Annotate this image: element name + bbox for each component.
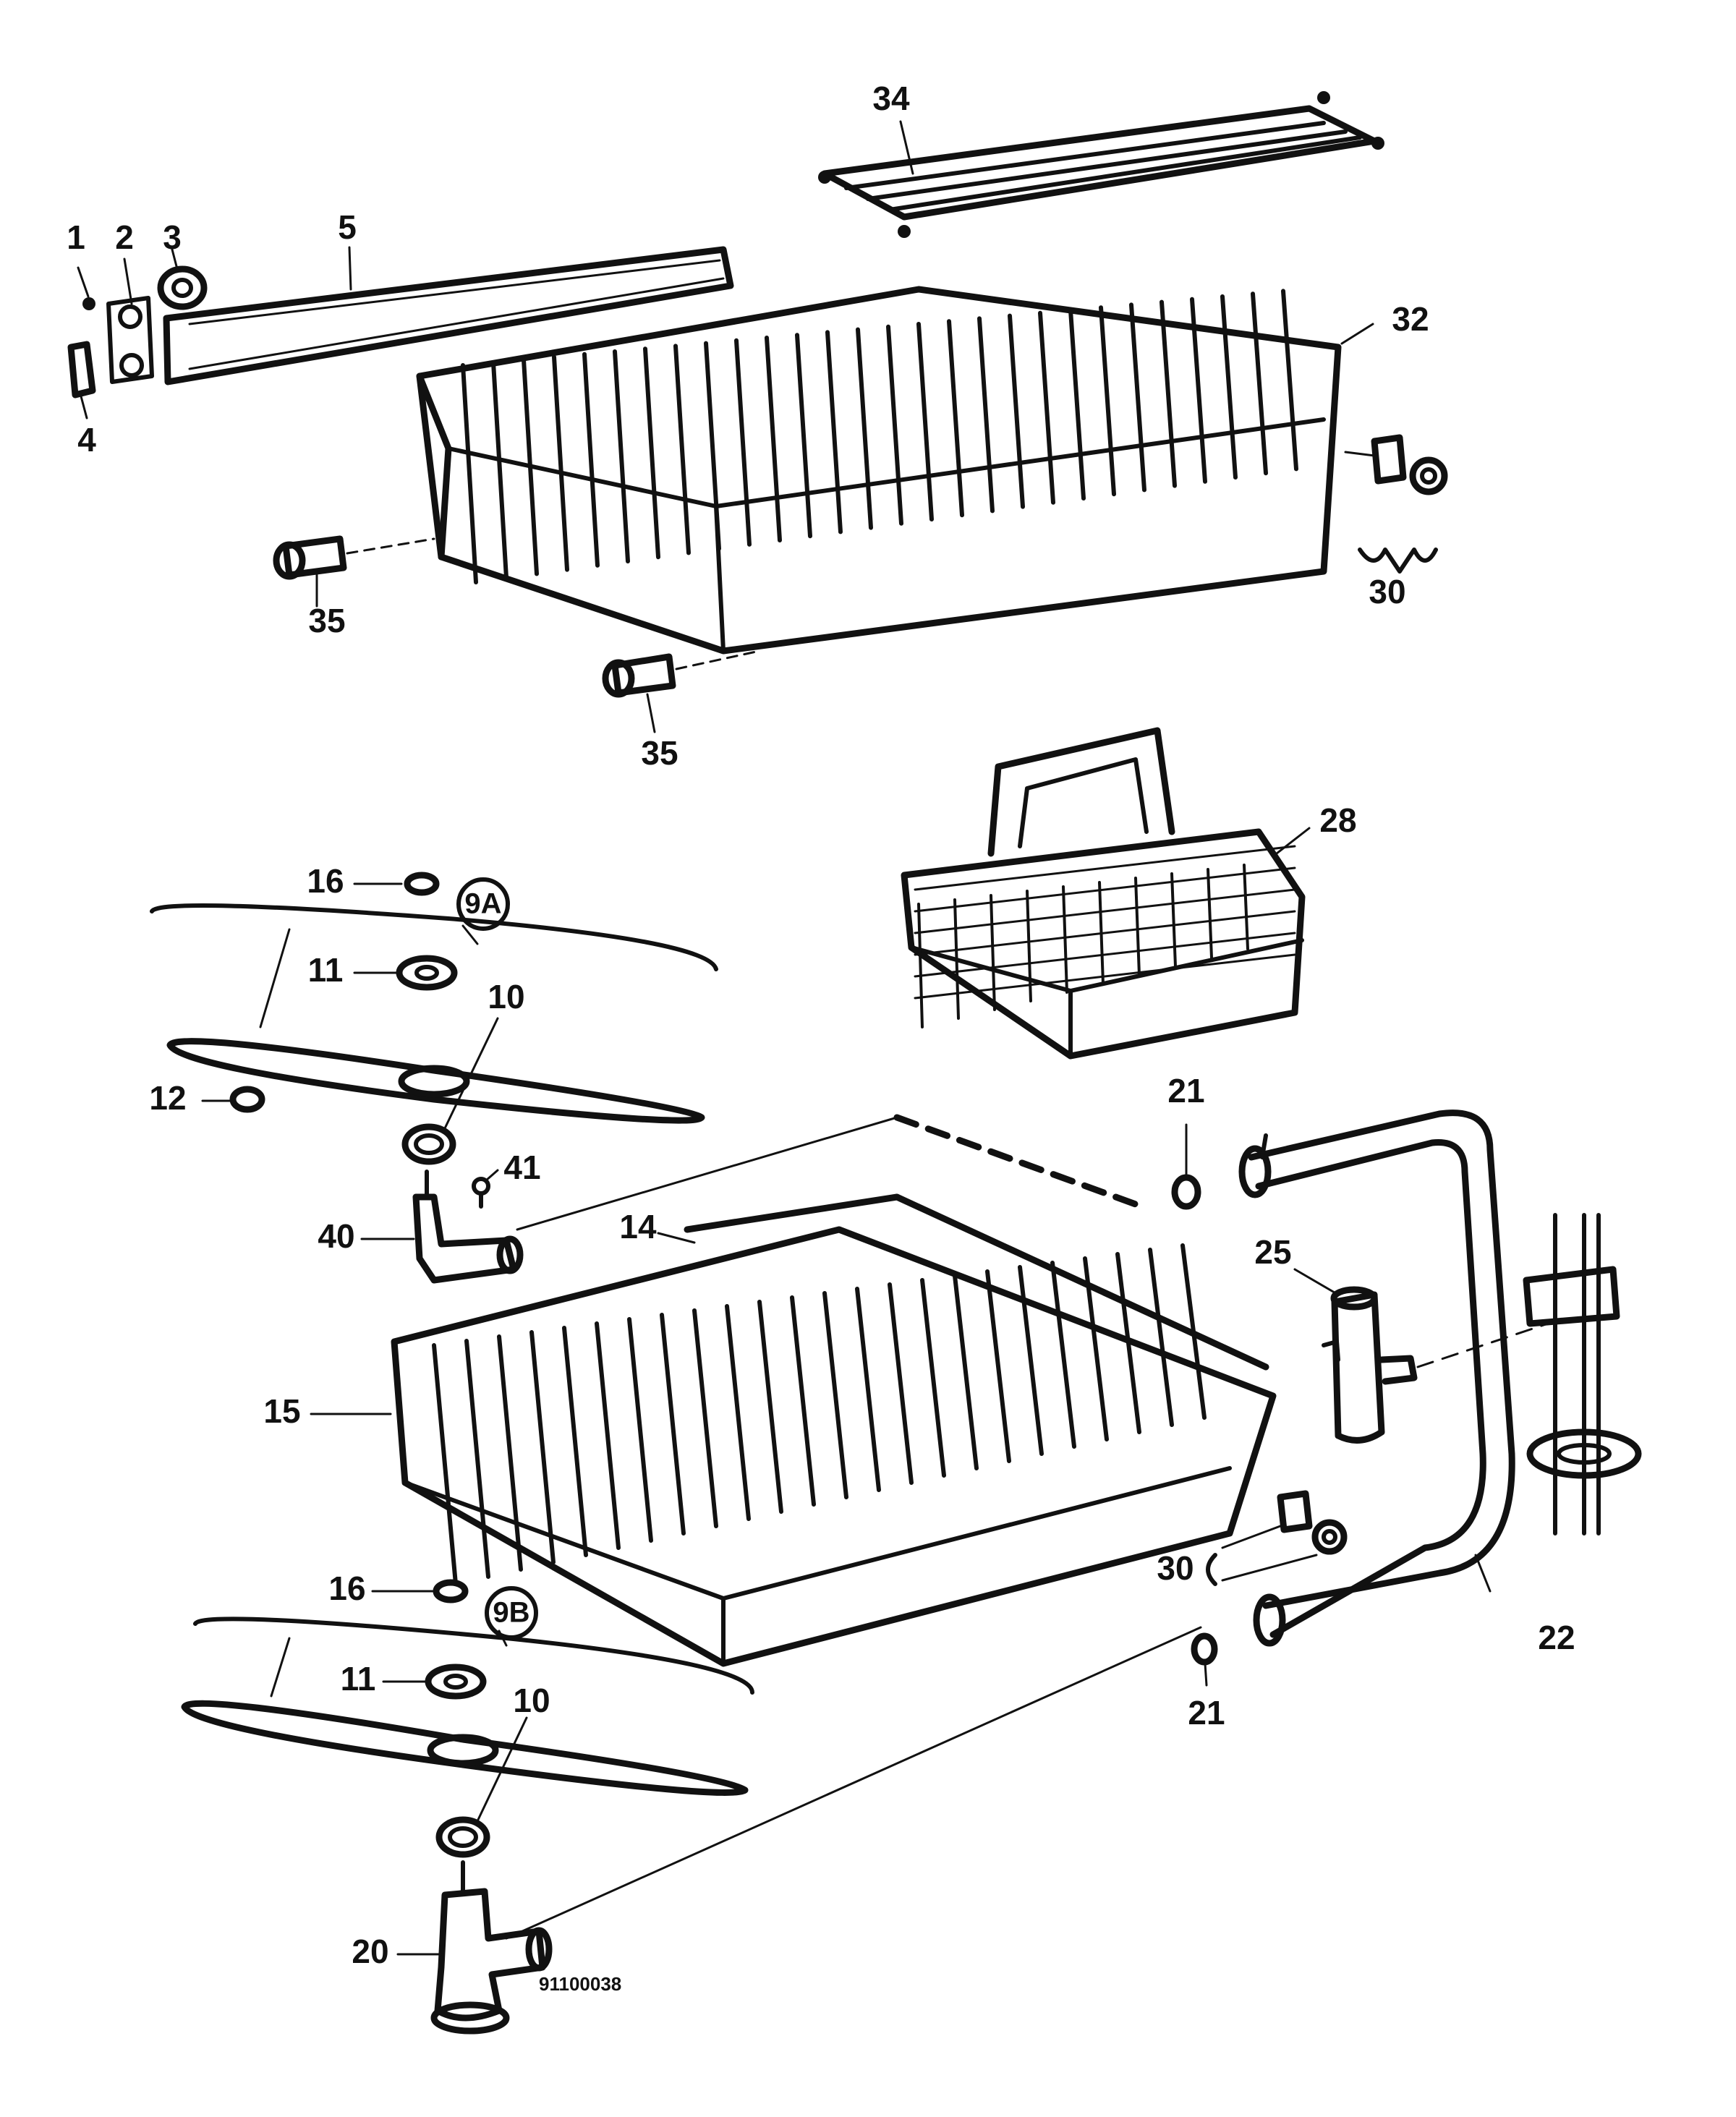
callout-22: 22 (1538, 1619, 1575, 1656)
part-3-wheel (157, 265, 208, 310)
leader-lines (77, 120, 1492, 1956)
callout-41: 41 (503, 1149, 540, 1186)
part-21-washer-upper (1171, 1174, 1201, 1210)
pipe-connection-lines (505, 1114, 1202, 1940)
callout-21-lower: 21 (1188, 1694, 1225, 1731)
part-28-cutlery-basket (901, 727, 1306, 1060)
part-35-roller-left (273, 535, 435, 580)
upper-spray-arm-assembly-9a (150, 903, 718, 1124)
callout-16-upper: 16 (307, 862, 344, 900)
drawing-code: 91100038 (539, 1973, 621, 1995)
part-11-ring-lower (425, 1664, 487, 1700)
callout-16-lower: 16 (328, 1569, 365, 1607)
part-40-elbow (412, 1170, 524, 1284)
callout-34: 34 (872, 80, 910, 117)
callout-9a-circle (456, 877, 510, 931)
callout-11-lower: 11 (341, 1660, 376, 1698)
callout-32: 32 (1392, 300, 1429, 338)
part-16-nut-lower (433, 1579, 469, 1603)
callout-9a: 9A (464, 888, 501, 920)
part-1-screw (82, 297, 95, 310)
part-34-shelf-wire (818, 91, 1384, 238)
part-30-clip-set-lower (1206, 1490, 1348, 1586)
callout-14: 14 (619, 1208, 657, 1245)
callout-10-upper: 10 (488, 978, 524, 1015)
part-35-roller-right (602, 649, 761, 698)
callout-9b-circle (485, 1586, 538, 1640)
callout-28: 28 (1319, 801, 1356, 839)
part-20-lower-elbow (430, 1860, 553, 2035)
part-11-ring-upper (396, 955, 458, 991)
callout-10-lower: 10 (513, 1682, 550, 1719)
part-14-basket-frame (684, 1193, 1269, 1371)
callout-4: 4 (77, 421, 96, 459)
callout-2: 2 (115, 218, 134, 256)
callout-21-upper: 21 (1167, 1072, 1204, 1109)
lower-spray-arm-assembly-9b (181, 1616, 754, 1796)
part-16-nut-upper (404, 872, 440, 896)
callout-5: 5 (338, 208, 357, 246)
callout-35-left: 35 (308, 602, 345, 639)
callout-35-right: 35 (641, 734, 678, 772)
part-2-bracket (106, 296, 154, 384)
part-5-rail (163, 246, 734, 386)
callout-30-upper: 30 (1369, 573, 1405, 610)
part-15-lower-basket (391, 1226, 1277, 1667)
callout-40: 40 (318, 1217, 354, 1255)
part-21-washer-lower (1191, 1632, 1218, 1666)
part-12-cap (229, 1086, 265, 1113)
part-10-seal-lower (435, 1816, 490, 1858)
part-4-clip (67, 341, 96, 399)
callout-30-lower: 30 (1157, 1549, 1194, 1587)
callout-1: 1 (67, 218, 85, 256)
part-32-upper-basket (416, 286, 1342, 655)
part-30-clip-set-upper (1344, 434, 1448, 574)
callout-15: 15 (263, 1392, 300, 1430)
callout-labels: 1 2 3 4 5 34 32 30 35 35 28 16 9A 11 10 … (67, 80, 1575, 1970)
callout-9b: 9B (493, 1597, 529, 1629)
part-10-seal-upper (401, 1123, 456, 1165)
part-41-screw (472, 1177, 490, 1209)
part-22-pipe (1238, 1109, 1515, 1647)
callout-3: 3 (163, 218, 182, 256)
callout-11-upper: 11 (308, 951, 344, 989)
callout-20: 20 (352, 1933, 388, 1970)
callout-25: 25 (1254, 1233, 1291, 1271)
wall-bracket (1523, 1213, 1642, 1535)
callout-12: 12 (149, 1079, 186, 1117)
part-25-valve (1322, 1286, 1549, 1444)
